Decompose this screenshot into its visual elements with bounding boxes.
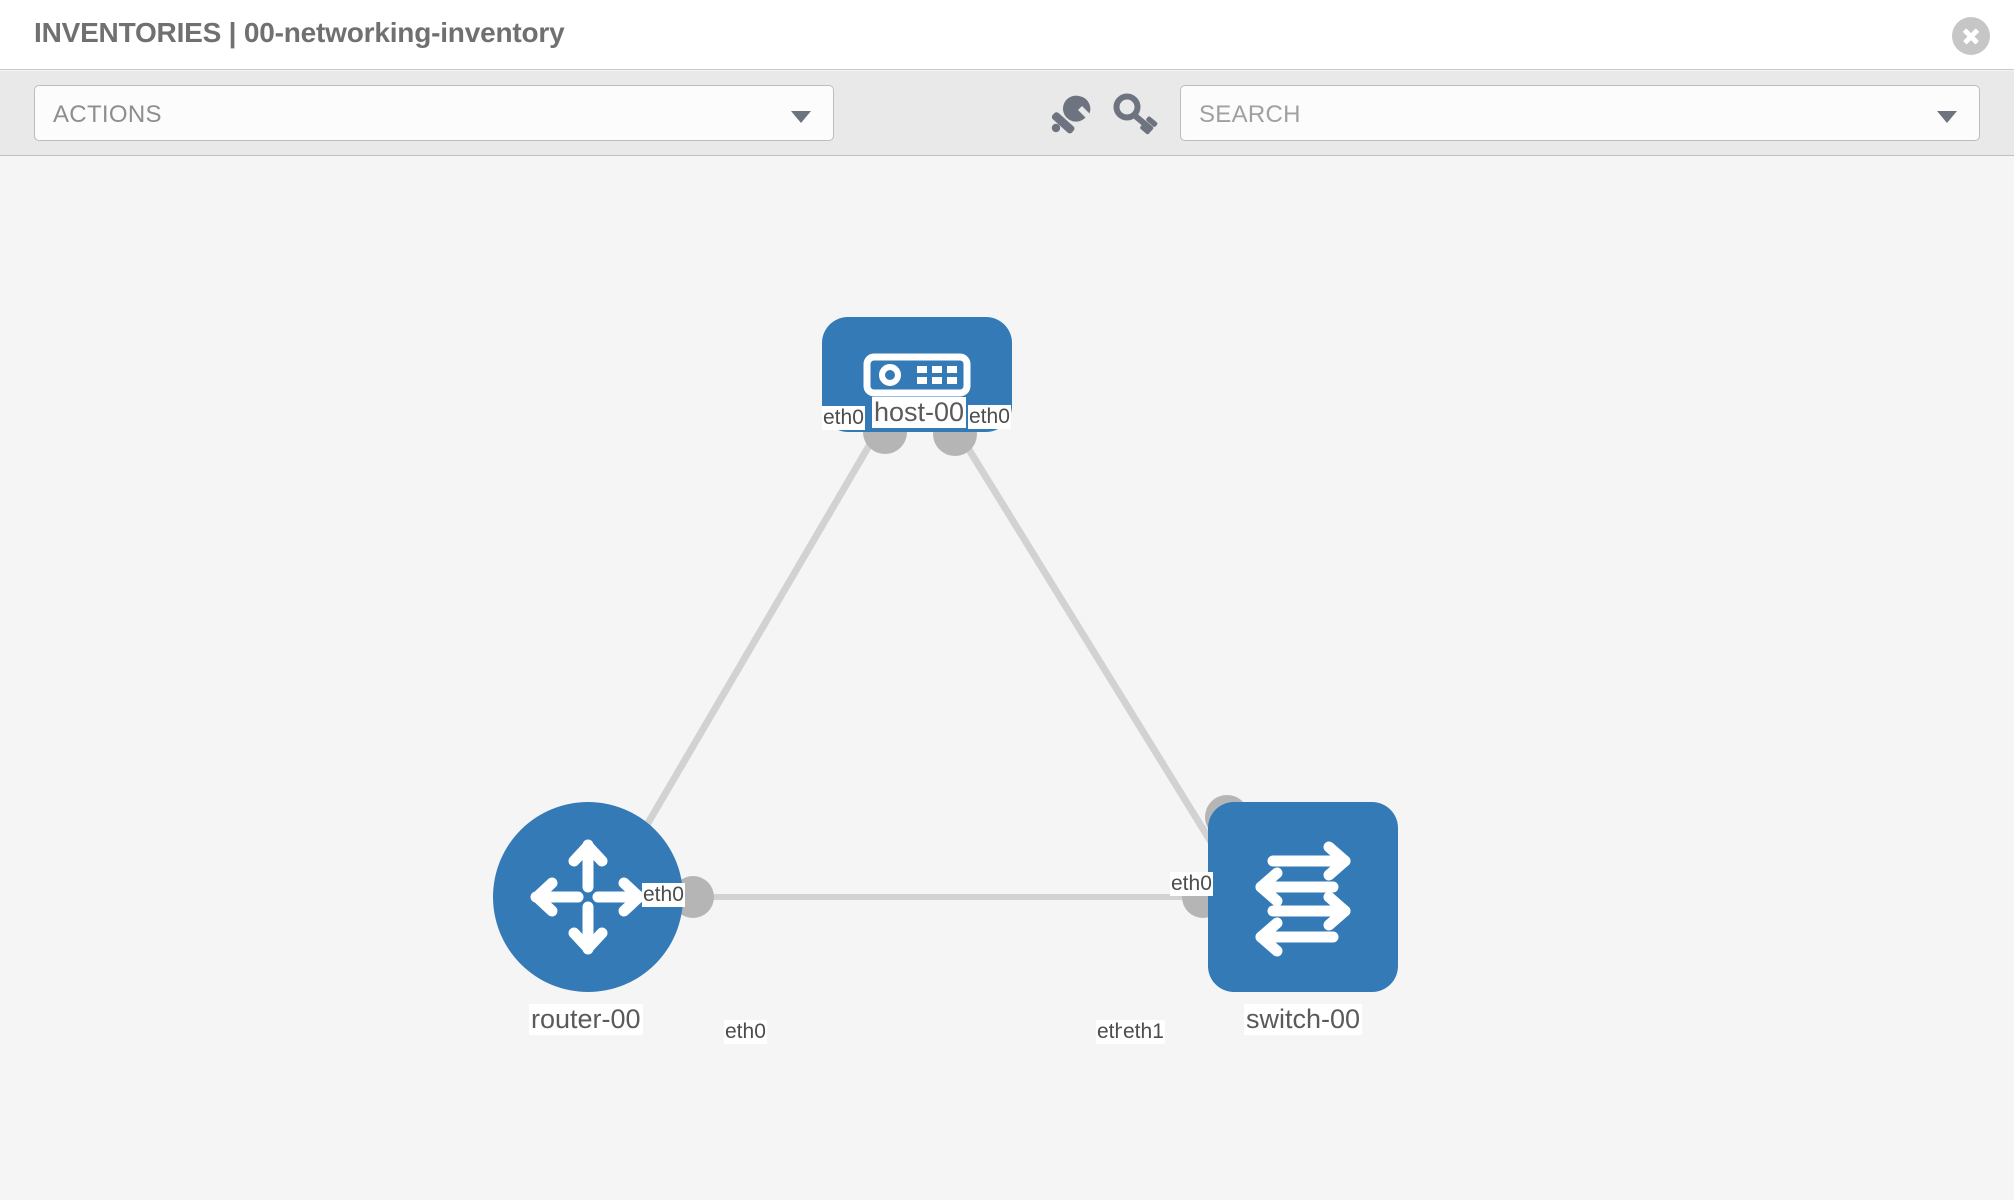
switch-arrows-icon: [1255, 841, 1351, 957]
page-header: INVENTORIES | 00-networking-inventory: [0, 0, 2014, 70]
key-icon[interactable]: [1110, 87, 1162, 139]
node-switch-00[interactable]: [1208, 802, 1398, 992]
chevron-down-icon: [791, 111, 811, 123]
node-host-00[interactable]: [822, 317, 1012, 432]
actions-dropdown-label: ACTIONS: [53, 101, 162, 128]
topology-canvas[interactable]: host-00 router-00 switch-00 eth0 eth0 et…: [0, 157, 2014, 1200]
server-icon: [863, 353, 971, 396]
topology-links: [596, 410, 1249, 918]
router-arrows-icon: [530, 839, 646, 955]
actions-dropdown[interactable]: ACTIONS: [34, 85, 834, 141]
chevron-down-icon: [1937, 111, 1957, 123]
search-input[interactable]: SEARCH: [1180, 85, 1980, 141]
wrench-icon[interactable]: [1043, 87, 1095, 139]
page-title: INVENTORIES | 00-networking-inventory: [34, 17, 565, 48]
link-host-switch: [952, 425, 1248, 899]
node-router-00[interactable]: [493, 802, 683, 992]
search-placeholder: SEARCH: [1199, 101, 1301, 128]
toolbar: ACTIONS SEARCH: [0, 71, 2014, 156]
close-icon[interactable]: [1952, 17, 1990, 55]
